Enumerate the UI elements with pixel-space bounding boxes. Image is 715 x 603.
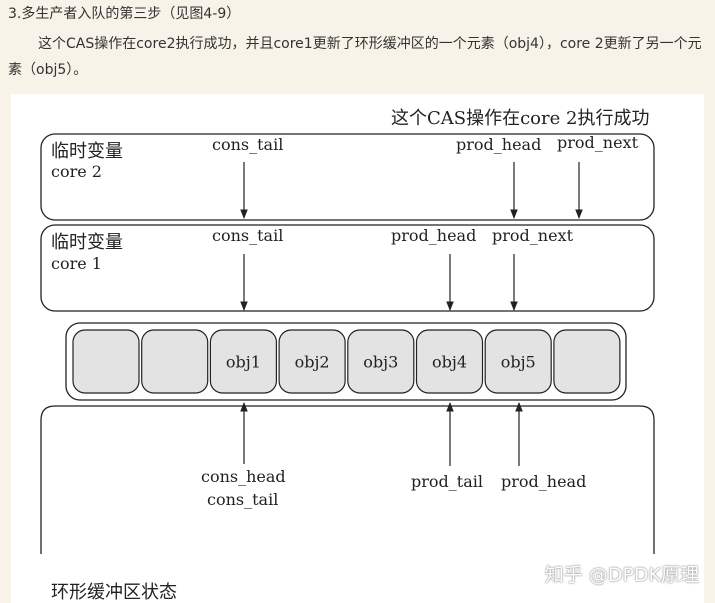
ring-slot-6 [415,329,484,394]
ring-slot-8 [553,329,621,394]
ring-state-box: cons_head cons_tail prod_tail prod_head … [40,402,655,603]
ring-slot-5 [347,329,415,394]
core1-prod-head-label: prod_head [391,226,476,245]
ring-buffer: obj1 obj2 obj3 obj4 obj5 [65,322,627,401]
ring-state-label: 环形缓冲区状态 [51,582,177,603]
core2-box: 临时变量 core 2 cons_tail prod_head prod_nex… [40,133,655,221]
ring-slot-label-4: obj2 [295,353,330,372]
description-paragraph: 这个CAS操作在core2执行成功，并且core1更新了环形缓冲区的一个元素（o… [8,36,702,78]
core1-cons-tail-label: cons_tail [212,226,283,245]
core2-label-line2: core 2 [51,162,102,181]
core1-prod-next-label: prod_next [492,226,574,245]
core2-cons-tail-label: cons_tail [212,135,283,154]
prod-tail-label: prod_tail [411,472,483,491]
ring-buffer-diagram: 这个CAS操作在core 2执行成功 临时变量 core 2 cons_tail… [11,94,704,603]
ring-slot-label-5: obj3 [363,353,398,372]
core2-prod-head-label: prod_head [456,135,541,154]
ring-slot-label-3: obj1 [226,353,261,372]
ring-slot-3 [209,329,277,394]
ring-slot-7 [484,329,552,394]
core1-label-line1: 临时变量 [51,232,123,253]
ring-slot-1 [72,329,140,394]
prod-head-label: prod_head [501,472,586,491]
ring-slot-label-7: obj5 [501,353,536,372]
core1-label-line2: core 1 [51,254,102,273]
cons-tail-label: cons_tail [207,490,278,509]
core2-label-line1: 临时变量 [51,141,123,162]
watermark: 知乎 @DPDK原理 [544,564,699,586]
core2-prod-next-label: prod_next [557,133,639,152]
core1-box: 临时变量 core 1 cons_tail prod_head prod_nex… [40,224,655,312]
ring-slot-2 [141,329,209,394]
ring-slot-label-6: obj4 [432,353,467,372]
diagram-title: 这个CAS操作在core 2执行成功 [391,108,649,129]
ring-slot-4 [278,329,346,394]
section-heading: 3.多生产者入队的第三步（见图4-9） [8,6,241,22]
cons-head-label: cons_head [201,467,286,486]
